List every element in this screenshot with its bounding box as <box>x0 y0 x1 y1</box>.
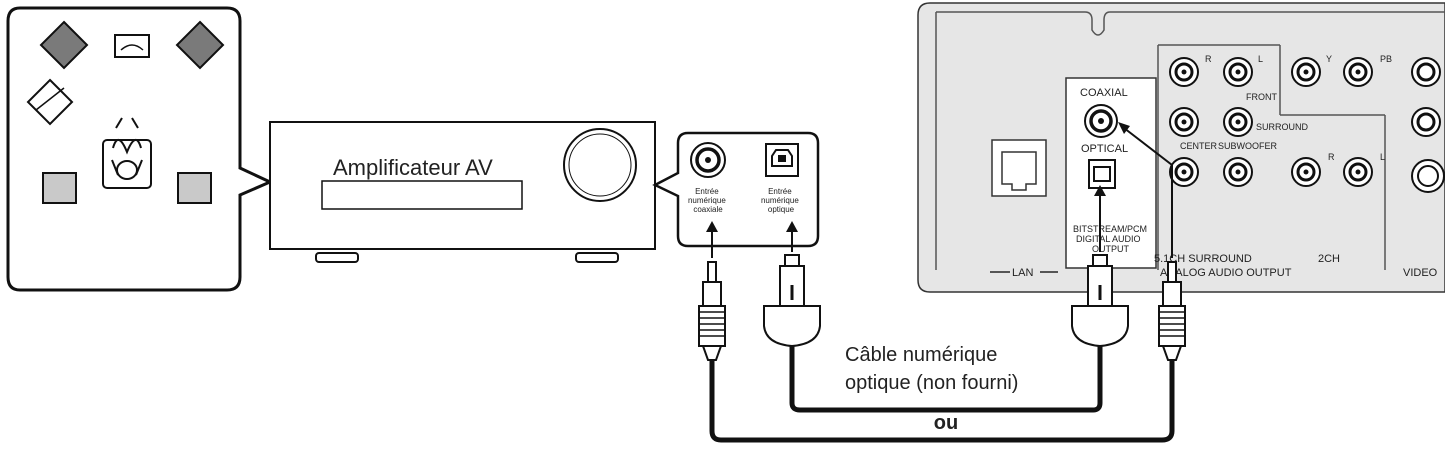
coaxial-input-jack-icon <box>690 142 726 178</box>
optical-plug-right-icon <box>1071 254 1129 348</box>
cable-label-line-2: optique (non fourni) <box>845 372 1018 394</box>
speaker-layout-callout <box>6 6 274 292</box>
front-l-jack-icon <box>1223 57 1253 87</box>
optical-input-label-3: optique <box>768 205 795 214</box>
cable-label-line-1: Câble numérique <box>845 344 997 366</box>
2ch-label: 2CH <box>1318 253 1340 265</box>
optical-input-label-2: numérique <box>761 196 799 205</box>
center-speaker-icon <box>26 78 74 126</box>
bitstream-label: BITSTREAM/PCM <box>1073 224 1147 234</box>
center-label: CENTER <box>1180 141 1218 151</box>
analog-audio-output-label: ANALOG AUDIO OUTPUT <box>1160 267 1292 279</box>
analog-jacks: R L Y PB FRONT SURROUND CENTER SUBWOOFER… <box>1154 44 1445 279</box>
surround-l-jack-icon <box>1223 107 1253 137</box>
subwoofer-label: SUBWOOFER <box>1218 141 1278 151</box>
optical-output-jack-icon <box>1088 159 1116 189</box>
video-label: VIDEO <box>1403 267 1438 279</box>
amp-input-callout: Entrée numérique coaxiale Entrée numériq… <box>652 131 820 248</box>
av-amplifier: Amplificateur AV <box>269 121 656 263</box>
player-rear-panel: LAN COAXIAL OPTICAL BITSTREAM/PCM DIGITA… <box>917 2 1445 293</box>
coaxial-input-label-2: numérique <box>688 196 726 205</box>
tv-icon <box>114 34 150 58</box>
rca-plug-left-icon <box>698 261 726 361</box>
l-label-2: L <box>1380 152 1385 162</box>
l-label-1: L <box>1258 54 1263 64</box>
optical-plug-left-icon <box>763 254 821 348</box>
front-label: FRONT <box>1246 92 1277 102</box>
lan-label: LAN <box>1012 267 1033 279</box>
pb-label: PB <box>1380 54 1392 64</box>
video-jack-icon <box>1411 107 1441 137</box>
center-jack-icon <box>1169 157 1199 187</box>
surround-right-speaker-icon <box>177 172 212 204</box>
surround-left-speaker-icon <box>42 172 77 204</box>
digital-audio-output-block: COAXIAL OPTICAL BITSTREAM/PCM DIGITAL AU… <box>1065 77 1157 269</box>
svg-text:Entrée numérique o: Entrée numérique optique <box>761 187 801 214</box>
2ch-r-jack-icon <box>1291 157 1321 187</box>
front-r-jack-icon <box>1169 57 1199 87</box>
optical-cable <box>763 254 1129 413</box>
pb-jack-icon <box>1343 57 1373 87</box>
amplifier-display <box>321 180 523 210</box>
subwoofer-jack-icon <box>1223 157 1253 187</box>
2ch-l-jack-icon <box>1343 157 1373 187</box>
digital-audio-label: DIGITAL AUDIO <box>1076 234 1141 244</box>
y-jack-icon <box>1291 57 1321 87</box>
coaxial-input-label-3: coaxiale <box>693 205 723 214</box>
pr-jack-icon <box>1411 57 1441 87</box>
coaxial-output-label: COAXIAL <box>1080 87 1128 99</box>
front-left-speaker-icon <box>39 20 89 70</box>
coaxial-cable <box>698 261 1186 443</box>
svg-text:Entrée numérique c: Entrée numérique coaxiale <box>688 187 728 214</box>
optical-input-jack-icon <box>765 143 799 177</box>
listener-icon <box>102 117 152 189</box>
y-label: Y <box>1326 54 1332 64</box>
r-label-1: R <box>1205 54 1212 64</box>
optical-output-label: OPTICAL <box>1081 143 1128 155</box>
r-label-2: R <box>1328 152 1335 162</box>
svg-text:Câble numérique optique (n: Câble numérique optique (non fourni) <box>845 344 1018 394</box>
rca-plug-right-icon <box>1158 261 1186 361</box>
output-label: OUTPUT <box>1092 244 1130 254</box>
coaxial-input-label-1: Entrée <box>695 187 719 196</box>
or-label: ou <box>934 412 958 434</box>
amplifier-label: Amplificateur AV <box>333 155 493 180</box>
lan-port: LAN <box>990 139 1058 279</box>
volume-knob-icon <box>563 128 637 202</box>
surround-r-jack-icon <box>1169 107 1199 137</box>
coaxial-output-jack-icon <box>1084 104 1118 138</box>
connection-arrows <box>706 122 1173 258</box>
s-video-jack-icon <box>1411 159 1445 193</box>
front-right-speaker-icon <box>175 20 225 70</box>
surround-label: SURROUND <box>1256 122 1309 132</box>
optical-input-label-1: Entrée <box>768 187 792 196</box>
51ch-surround-label: 5.1CH SURROUND <box>1154 253 1252 265</box>
arrow-coax-to-player <box>1123 127 1173 258</box>
